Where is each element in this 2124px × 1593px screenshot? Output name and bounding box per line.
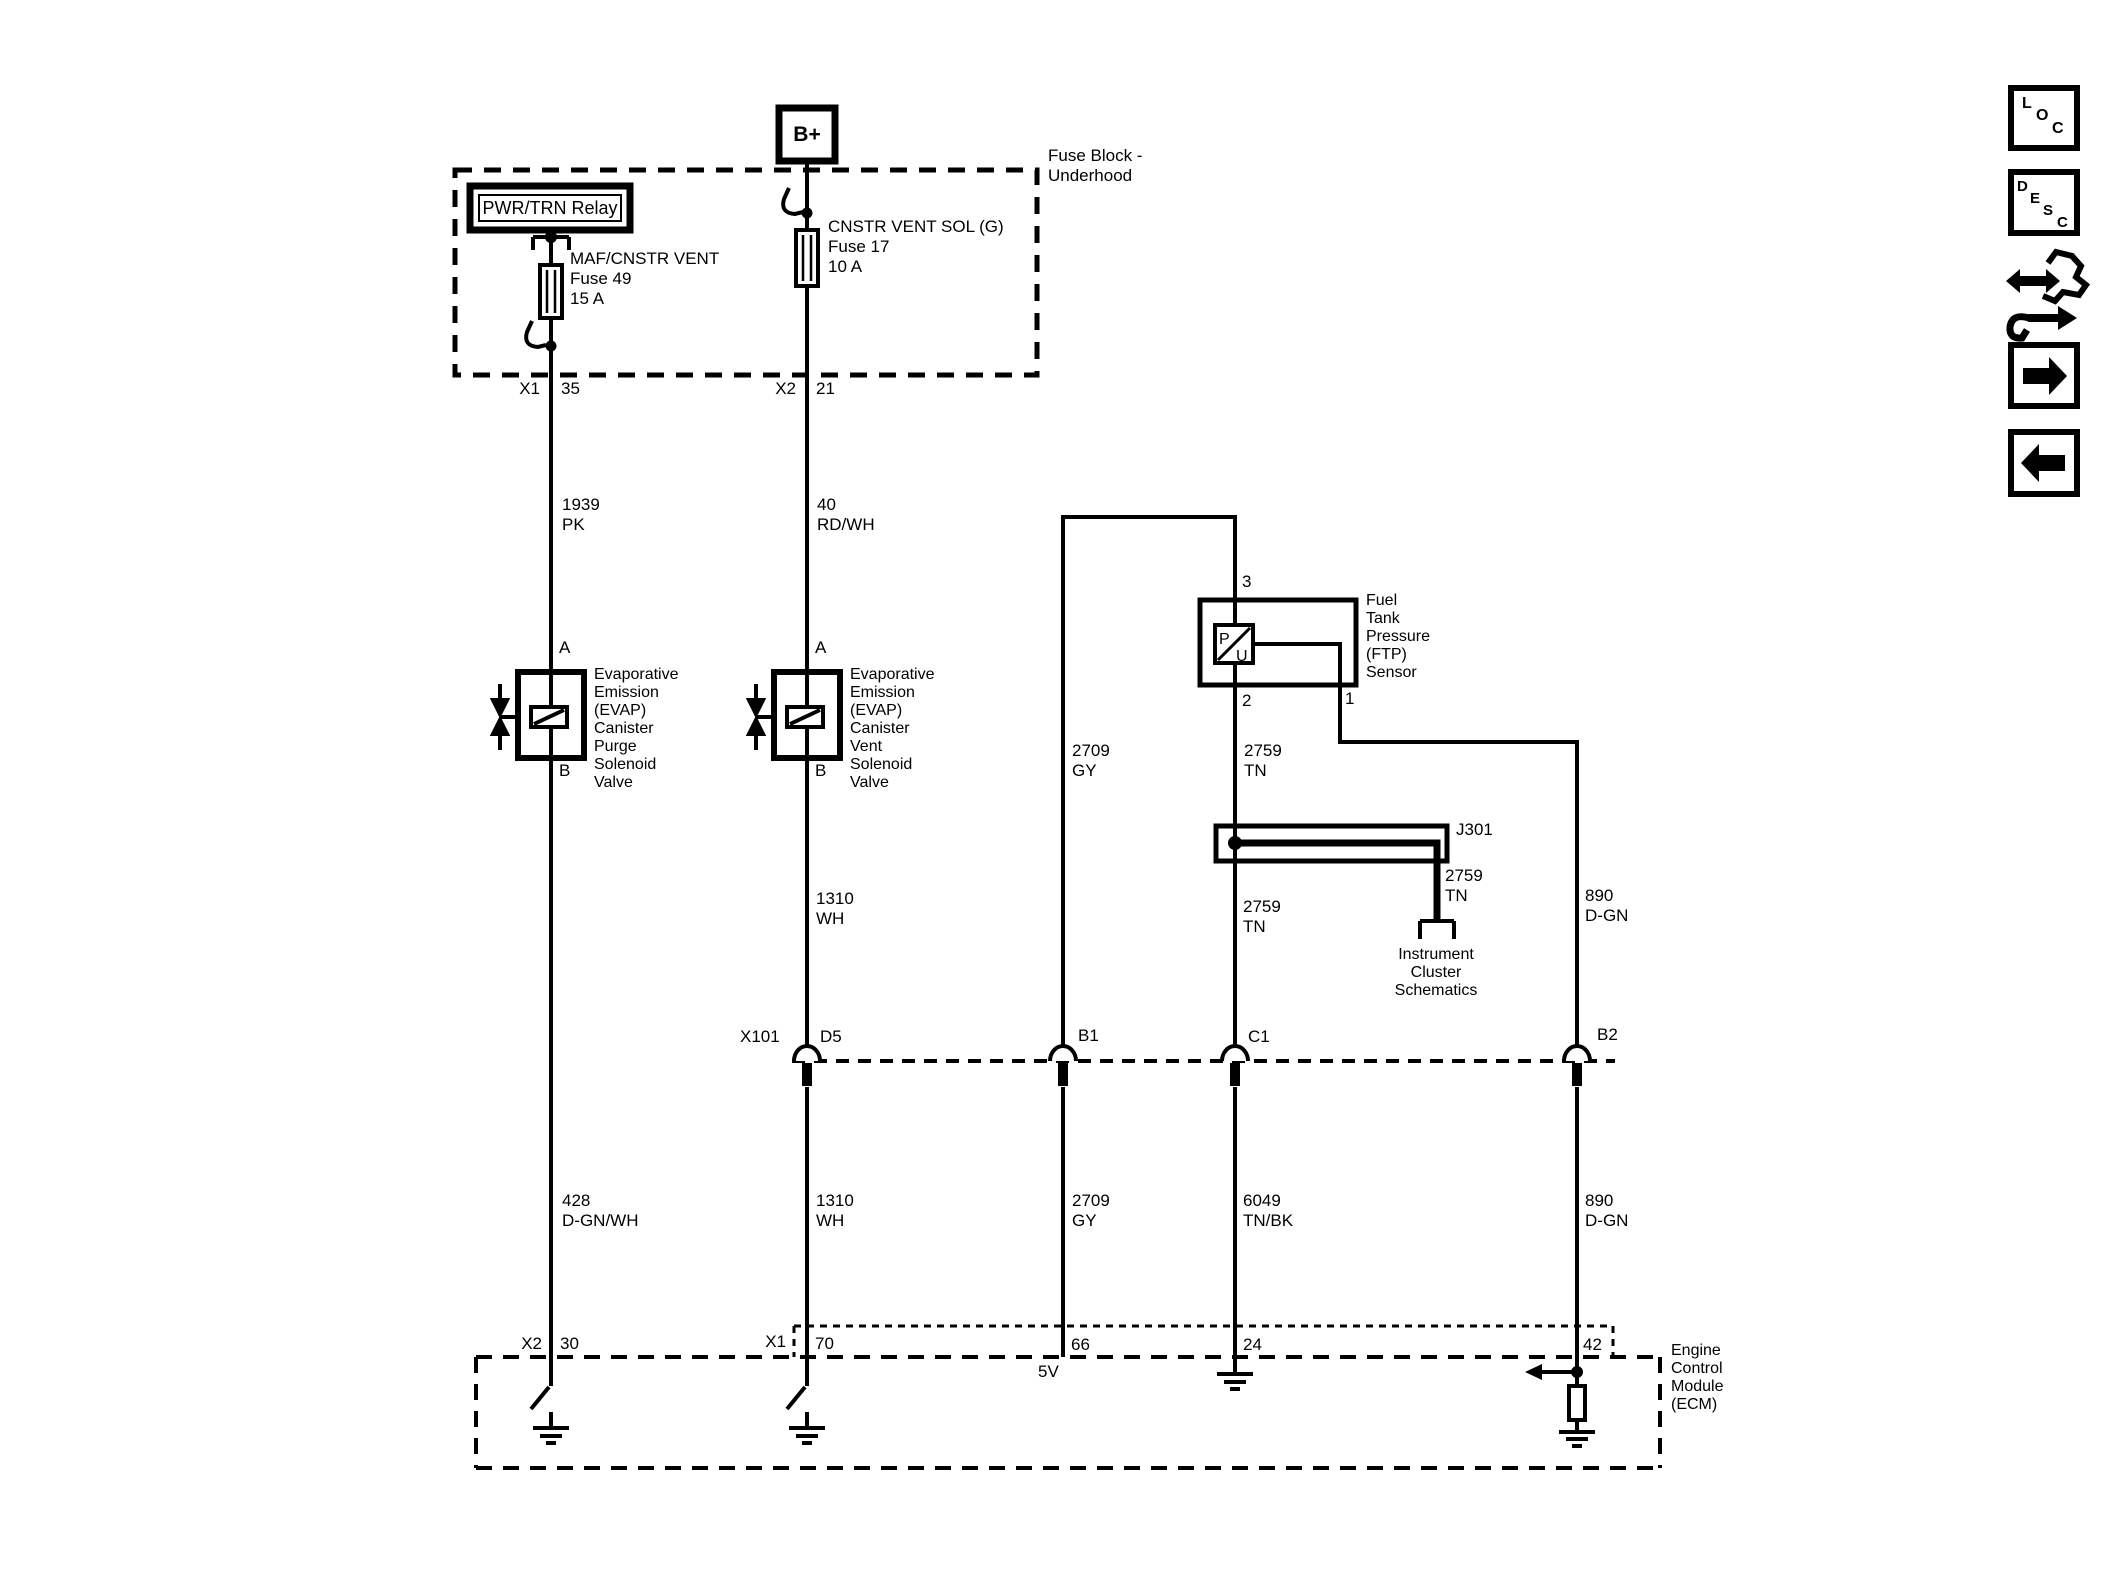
- wire-6049-label: 6049 TN/BK: [1243, 1191, 1294, 1230]
- ecm-x1-connector-box: [792, 1324, 1615, 1357]
- wire-1939-pk-label: 1939 PK: [562, 495, 600, 534]
- purge-valve-pin-b: B: [559, 761, 571, 780]
- fuse17-label: CNSTR VENT SOL (G) Fuse 17 10 A: [828, 217, 1004, 276]
- clip-connector-fuse49: [524, 320, 557, 352]
- ecm-box: [474, 1355, 1662, 1470]
- desc-letter-d: D: [2017, 178, 2028, 195]
- ftp-sensor-label: Fuel Tank Pressure (FTP) Sensor: [1366, 592, 1431, 681]
- fuse-block-label: Fuse Block - Underhood: [1048, 146, 1143, 185]
- fuse-49-symbol: [538, 263, 564, 320]
- wire-2759-upper-label: 2759 TN: [1244, 741, 1282, 780]
- wire-428-label: 428 D-GN/WH: [562, 1191, 639, 1230]
- ecm-pin-66: 66: [1071, 1335, 1090, 1354]
- x101-pin-b2: B2: [1597, 1025, 1618, 1044]
- ecm-conn-x1: X1: [765, 1332, 786, 1351]
- x101-pin-b1: B1: [1078, 1026, 1099, 1045]
- x101-pin-d5: D5: [820, 1027, 842, 1046]
- wire-1310-lower-label: 1310 WH: [816, 1191, 854, 1230]
- ecm-pin-70: 70: [815, 1334, 834, 1353]
- svg-text:P: P: [1219, 631, 1230, 648]
- vent-valve-arrows-icon: [745, 684, 774, 750]
- vent-valve-pin-a: A: [815, 638, 827, 657]
- left-arrow-icon: [2021, 444, 2065, 482]
- fuse49-label: MAF/CNSTR VENT Fuse 49 15 A: [570, 249, 720, 308]
- ecm-5v-reference: 5V: [1038, 1362, 1059, 1381]
- wire-1310-upper-label: 1310 WH: [816, 889, 854, 928]
- purge-valve-solenoid: [529, 705, 569, 729]
- desc-letter-s: S: [2043, 202, 2054, 219]
- ftp-pin-1: 1: [1345, 689, 1355, 708]
- loc-letter-o: O: [2036, 107, 2049, 124]
- navigation-icon[interactable]: [2006, 248, 2091, 342]
- battery-feed-label: B+: [793, 122, 821, 146]
- wire-2759-lower-label: 2759 TN: [1243, 897, 1281, 936]
- relay-box: [466, 182, 634, 234]
- fuseblock-conn-x1: X1: [519, 379, 540, 398]
- ecm-driver-30: [529, 1385, 569, 1445]
- desc-letter-e: E: [2030, 190, 2041, 207]
- purge-valve-pin-a: A: [559, 638, 571, 657]
- ftp-transducer-icon: P U: [1213, 623, 1255, 665]
- fuse-17-symbol: [794, 228, 820, 288]
- fuseblock-pin-21: 21: [816, 379, 835, 398]
- ecm-ground-24: [1217, 1372, 1253, 1391]
- wire-890-lower-label: 890 D-GN: [1585, 1191, 1629, 1230]
- ecm-pin-30: 30: [560, 1334, 579, 1353]
- ecm-driver-70: [785, 1385, 825, 1445]
- vent-valve-pin-b: B: [815, 761, 827, 780]
- wire-890-upper-label: 890 D-GN: [1585, 886, 1629, 925]
- loc-letter-c: C: [2052, 120, 2064, 137]
- loc-button[interactable]: [2008, 85, 2080, 151]
- relay-label: PWR/TRN Relay: [482, 197, 618, 218]
- fuseblock-conn-x2: X2: [775, 379, 796, 398]
- wire-2759-splice-label: 2759 TN: [1445, 866, 1483, 905]
- desc-letter-c: C: [2057, 214, 2068, 231]
- battery-feed-box: [775, 104, 839, 165]
- j301-splice-dot: [1228, 836, 1242, 850]
- relay-terminal: [531, 231, 571, 250]
- ftp-pin-2: 2: [1242, 691, 1252, 710]
- j301-label: J301: [1456, 820, 1493, 839]
- ecm-pullup-42: [1525, 1364, 1595, 1448]
- fuseblock-pin-35: 35: [561, 379, 580, 398]
- x101-pin-c1: C1: [1248, 1027, 1270, 1046]
- ecm-pin-24: 24: [1243, 1335, 1262, 1354]
- wire-2709-lower-label: 2709 GY: [1072, 1191, 1110, 1230]
- x101-label: X101: [740, 1027, 780, 1046]
- circuit-wires: [549, 161, 1579, 1386]
- x101-terminals: [792, 1044, 1592, 1086]
- previous-page-button[interactable]: [2008, 429, 2080, 497]
- offpage-instrument-cluster-label: Instrument Cluster Schematics: [1394, 946, 1478, 999]
- clip-connector-fuse17: [781, 187, 813, 219]
- svg-text:U: U: [1236, 648, 1248, 665]
- ecm-conn-x2: X2: [521, 1334, 542, 1353]
- desc-button[interactable]: [2008, 169, 2080, 236]
- right-arrow-icon: [2023, 357, 2067, 395]
- loc-letter-l: L: [2022, 95, 2032, 112]
- vent-valve-solenoid: [785, 705, 825, 729]
- purge-valve-label: Evaporative Emission (EVAP) Canister Pur…: [594, 666, 679, 791]
- wire-2709-upper-label: 2709 GY: [1072, 741, 1110, 780]
- ecm-pin-42: 42: [1583, 1335, 1602, 1354]
- vent-valve-label: Evaporative Emission (EVAP) Canister Ven…: [850, 666, 935, 791]
- ecm-label: Engine Control Module (ECM): [1671, 1342, 1724, 1413]
- purge-valve-arrows-icon: [489, 684, 518, 750]
- wire-40-rdwh-label: 40 RD/WH: [817, 495, 875, 534]
- ftp-pin-3: 3: [1242, 572, 1252, 591]
- fuse-block-box: [452, 167, 1040, 378]
- next-page-button[interactable]: [2008, 342, 2080, 409]
